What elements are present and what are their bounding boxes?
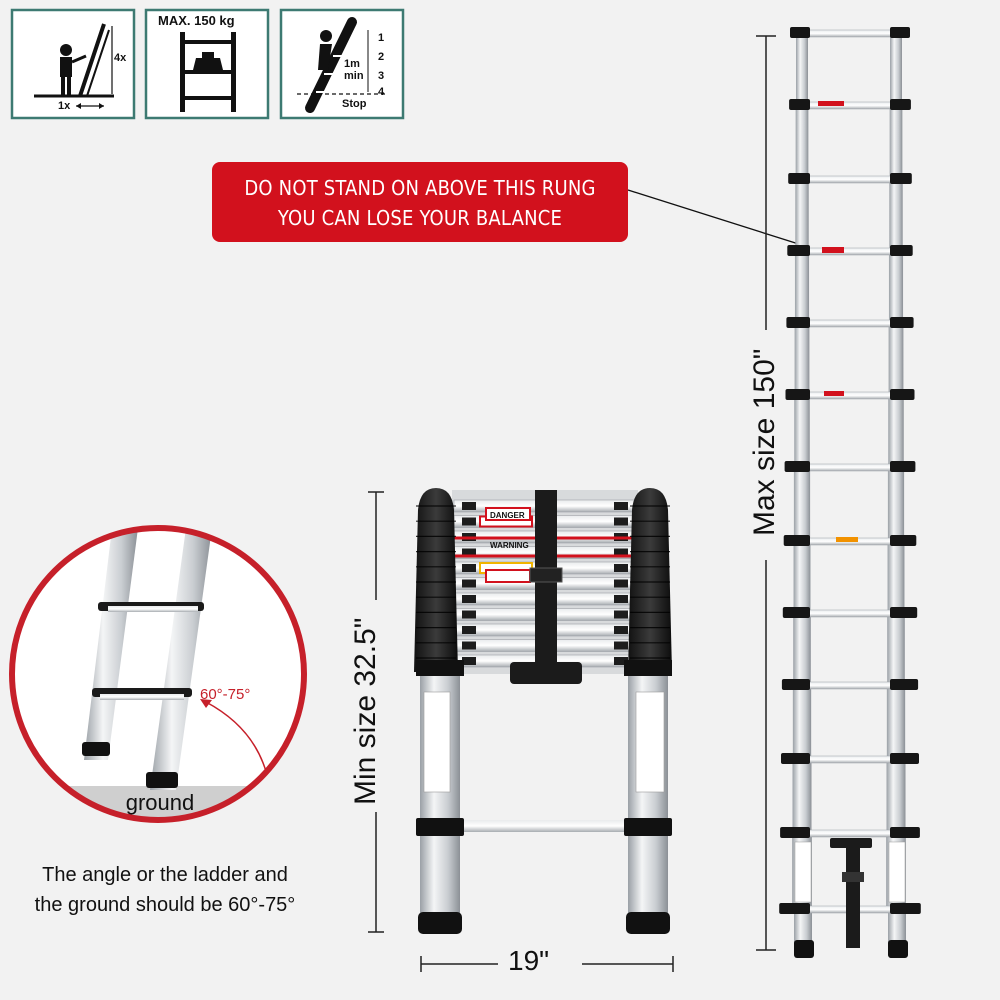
angle-caption-line-2: the ground should be 60°-75° — [34, 894, 296, 916]
angle-caption-line-1: The angle or the ladder and — [42, 864, 288, 886]
extended-ladder — [779, 27, 921, 958]
warning-line-1: DO NOT STAND ON ABOVE THIS RUNG — [244, 176, 596, 200]
min-size-label: Min size 32.5" — [349, 617, 382, 805]
width-dimension-line — [420, 956, 674, 972]
max-size-label-wrap: Max size 150" — [748, 349, 781, 536]
retracted-ladder — [414, 488, 672, 934]
warning-sticker-text: WARNING — [490, 541, 529, 550]
min-dimension-line — [368, 491, 384, 933]
warning-line-2: YOU CAN LOSE YOUR BALANCE — [277, 206, 563, 230]
ground-label: ground — [125, 790, 195, 815]
extend-steps-icon — [279, 8, 405, 120]
max-dimension-line — [756, 35, 776, 951]
warning-callout: DO NOT STAND ON ABOVE THIS RUNG YOU CAN … — [212, 162, 628, 242]
max-load-icon — [144, 8, 270, 120]
ratio-icon — [10, 8, 136, 120]
width-label: 19" — [508, 945, 550, 976]
min-size-label-wrap: Min size 32.5" — [345, 610, 382, 805]
angle-label: 60°-75° — [200, 686, 251, 703]
max-size-label: Max size 150" — [748, 348, 781, 536]
angle-caption: The angle or the ladder and the ground s… — [0, 860, 330, 920]
danger-sticker-text: DANGER — [490, 511, 525, 520]
callout-line — [627, 189, 806, 247]
